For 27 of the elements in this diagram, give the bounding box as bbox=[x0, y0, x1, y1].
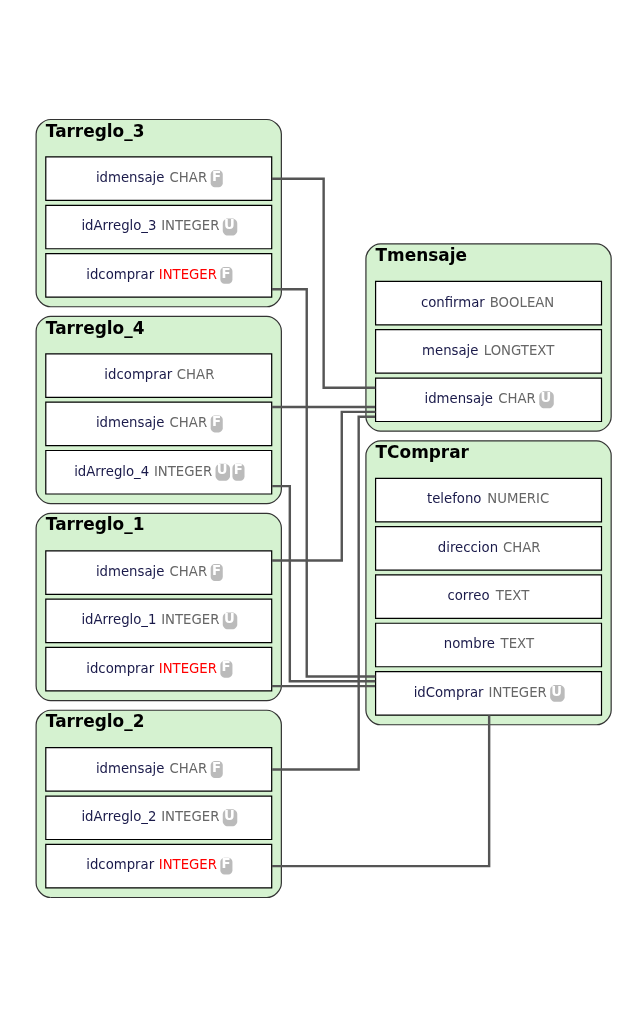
node-box: idArreglo_3 INTEGER U bbox=[45, 204, 273, 250]
connector bbox=[271, 684, 376, 688]
connector bbox=[272, 715, 491, 868]
connector bbox=[271, 177, 376, 389]
node-box: idArreglo_1 INTEGER U bbox=[45, 598, 273, 644]
connector bbox=[271, 405, 376, 409]
node-box: correo TEXT bbox=[375, 574, 603, 620]
node-box: idArreglo_4 INTEGER U F bbox=[45, 449, 273, 495]
node-box: idcomprar INTEGER F bbox=[45, 843, 273, 889]
node-box: idmensaje CHAR F bbox=[45, 550, 273, 595]
node-box: telefono NUMERIC bbox=[375, 477, 603, 523]
node-box: idcomprar CHAR bbox=[45, 353, 273, 398]
node-box: idComprar INTEGER U bbox=[375, 671, 603, 716]
connector bbox=[272, 410, 376, 562]
node-box: idcomprar INTEGER F bbox=[45, 253, 273, 298]
node-box: idmensaje CHAR F bbox=[45, 747, 273, 792]
node-box: idmensaje CHAR F bbox=[45, 156, 273, 202]
node-box: nombre TEXT bbox=[375, 622, 603, 668]
node-box: idcomprar INTEGER F bbox=[45, 646, 273, 692]
node-box: direccion CHAR bbox=[375, 526, 603, 571]
node-box: mensaje LONGTEXT bbox=[375, 329, 603, 374]
node-box: confirmar BOOLEAN bbox=[375, 280, 603, 326]
node-box: idmensaje CHAR F bbox=[45, 401, 273, 447]
connector bbox=[272, 415, 376, 771]
node-box: idArreglo_2 INTEGER U bbox=[45, 795, 273, 841]
node-box: idmensaje CHAR U bbox=[375, 377, 603, 423]
connector bbox=[272, 288, 376, 678]
